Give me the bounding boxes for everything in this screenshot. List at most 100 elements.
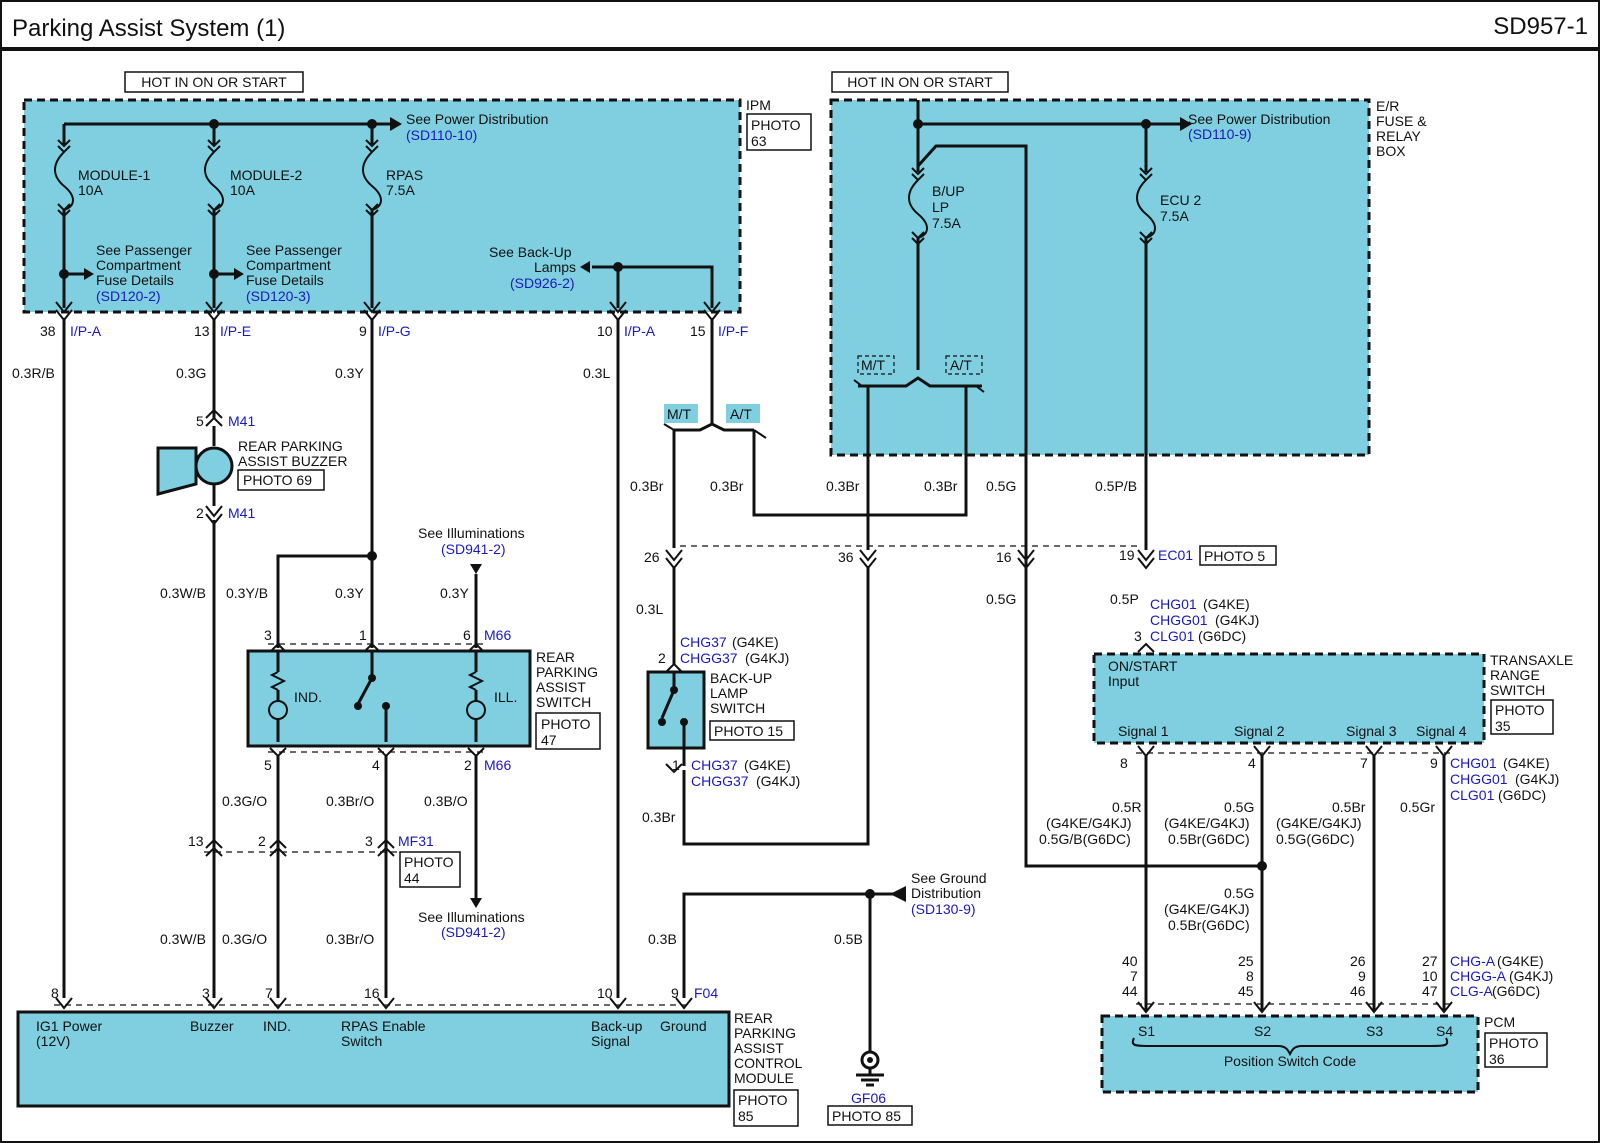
mt-label: M/T (667, 406, 692, 422)
wire-label: 0.3Y/B (226, 585, 268, 601)
mt-option-box (857, 355, 895, 375)
pin: 8 (51, 985, 59, 1001)
switch-name-3: ASSIST (536, 679, 586, 695)
input-label: Input (1108, 673, 1139, 689)
pin: 7 (1360, 755, 1368, 771)
connector-pins (269, 642, 485, 653)
resistor-icon (269, 671, 287, 691)
transaxle-range-switch (1092, 652, 1486, 745)
ind-label: IND. (294, 689, 322, 705)
er-name-1: E/R (1376, 98, 1399, 114)
conn-clg01: CLG01 (1450, 787, 1495, 803)
pin: 45 (1238, 983, 1254, 999)
wire-label: 0.5Br(G6DC) (1168, 831, 1250, 847)
pcm-s2: S2 (1254, 1023, 1271, 1039)
fuse-module1-name: MODULE-1 (78, 167, 151, 183)
wire-label: 0.3Y (335, 585, 364, 601)
terminal-rpas-2: Switch (341, 1033, 382, 1049)
see-backup-ref: (SD926-2) (510, 275, 575, 291)
pin: 44 (1122, 983, 1138, 999)
wire-label: 0.3L (636, 601, 663, 617)
wire (663, 423, 767, 439)
wire-label: 0.3Br (826, 478, 860, 494)
conn-variant: (G4KE) (1203, 596, 1250, 612)
arrow-icon (1180, 117, 1192, 131)
terminal-backup-2: Signal (591, 1033, 630, 1049)
ipm-box (22, 98, 742, 314)
arrow-icon (470, 898, 482, 908)
pin: 3 (365, 833, 373, 849)
conn-m66: M66 (484, 757, 511, 773)
buzzer-name-2: ASSIST BUZZER (238, 453, 347, 469)
page-title: Parking Assist System (1) (12, 15, 285, 42)
conn-variant: (G4KE) (1497, 953, 1544, 969)
ipm-photo-number: 63 (751, 133, 767, 149)
hot-label-ipm: HOT IN ON OR START (141, 74, 287, 90)
conn-chg01: CHG01 (1150, 596, 1197, 612)
see-passenger-1a: See Passenger (96, 242, 192, 258)
conn-chgg37: CHGG37 (680, 650, 738, 666)
pcm-s1: S1 (1138, 1023, 1155, 1039)
conn-ipf: I/P-F (718, 323, 748, 339)
pin: 9 (1358, 968, 1366, 984)
photo-label: PHOTO (1489, 1035, 1539, 1051)
module-name-1: REAR (734, 1010, 773, 1026)
lamp-icon (268, 700, 288, 720)
signal-4: Signal 4 (1416, 723, 1467, 739)
see-passenger-2-ref: (SD120-3) (246, 288, 311, 304)
fuse-icon (362, 139, 382, 218)
pcm-label: PCM (1484, 1014, 1515, 1030)
wire (866, 386, 968, 550)
terminal-ind: IND. (263, 1018, 291, 1034)
wire-label: 0.3Br (630, 478, 664, 494)
photo-number: 44 (404, 870, 420, 886)
pin: 6 (463, 627, 471, 643)
see-ground-ref: (SD130-9) (911, 901, 976, 917)
wire (592, 265, 714, 308)
at-option-box (945, 355, 983, 375)
connector-pins (205, 408, 223, 427)
conn-f04: F04 (694, 985, 718, 1001)
arrow-icon (470, 564, 482, 574)
er-name-2: FUSE & (1376, 113, 1427, 129)
backup-photo: PHOTO 15 (714, 723, 783, 739)
wire-label: 0.5B (834, 931, 863, 947)
wire (276, 554, 372, 648)
wire (276, 756, 478, 998)
wire-label: 0.5P (1110, 591, 1139, 607)
conn-ipe: I/P-E (220, 323, 251, 339)
pin: 10 (597, 985, 613, 1001)
connector-pins (665, 662, 683, 774)
ground-icon (856, 1068, 884, 1087)
on-start-label: ON/START (1108, 658, 1178, 674)
signal-1: Signal 1 (1118, 723, 1169, 739)
wire (672, 566, 870, 846)
lamp-icon (466, 700, 486, 720)
conn-chg37: CHG37 (691, 757, 738, 773)
conn-chg37: CHG37 (680, 634, 727, 650)
wire-label: 0.3Y (440, 585, 469, 601)
conn-m41: M41 (228, 505, 255, 521)
pin: 2 (196, 505, 204, 521)
er-fuse-relay-box (829, 98, 1371, 457)
hot-label-er-box (831, 71, 1009, 93)
terminal-backup: Back-up (591, 1018, 643, 1034)
pin: 47 (1422, 983, 1438, 999)
wire (853, 379, 985, 393)
switch-contact (658, 718, 666, 726)
pin: 9 (671, 985, 679, 1001)
see-passenger-2b: Compartment (246, 257, 331, 273)
hot-label-er: HOT IN ON OR START (847, 74, 993, 90)
er-at-label: A/T (950, 357, 972, 373)
conn-variant: (G6DC) (1498, 787, 1546, 803)
pin-15: 15 (690, 323, 706, 339)
connector-pins (55, 997, 693, 1010)
conn-chgg01: CHGG01 (1150, 612, 1208, 628)
signal-2: Signal 2 (1234, 723, 1285, 739)
photo-label: PHOTO (541, 716, 591, 732)
ground-name: GF06 (851, 1090, 886, 1106)
pin: 3 (1134, 628, 1142, 644)
pin: 16 (364, 985, 380, 1001)
backup-name-3: SWITCH (710, 700, 765, 716)
